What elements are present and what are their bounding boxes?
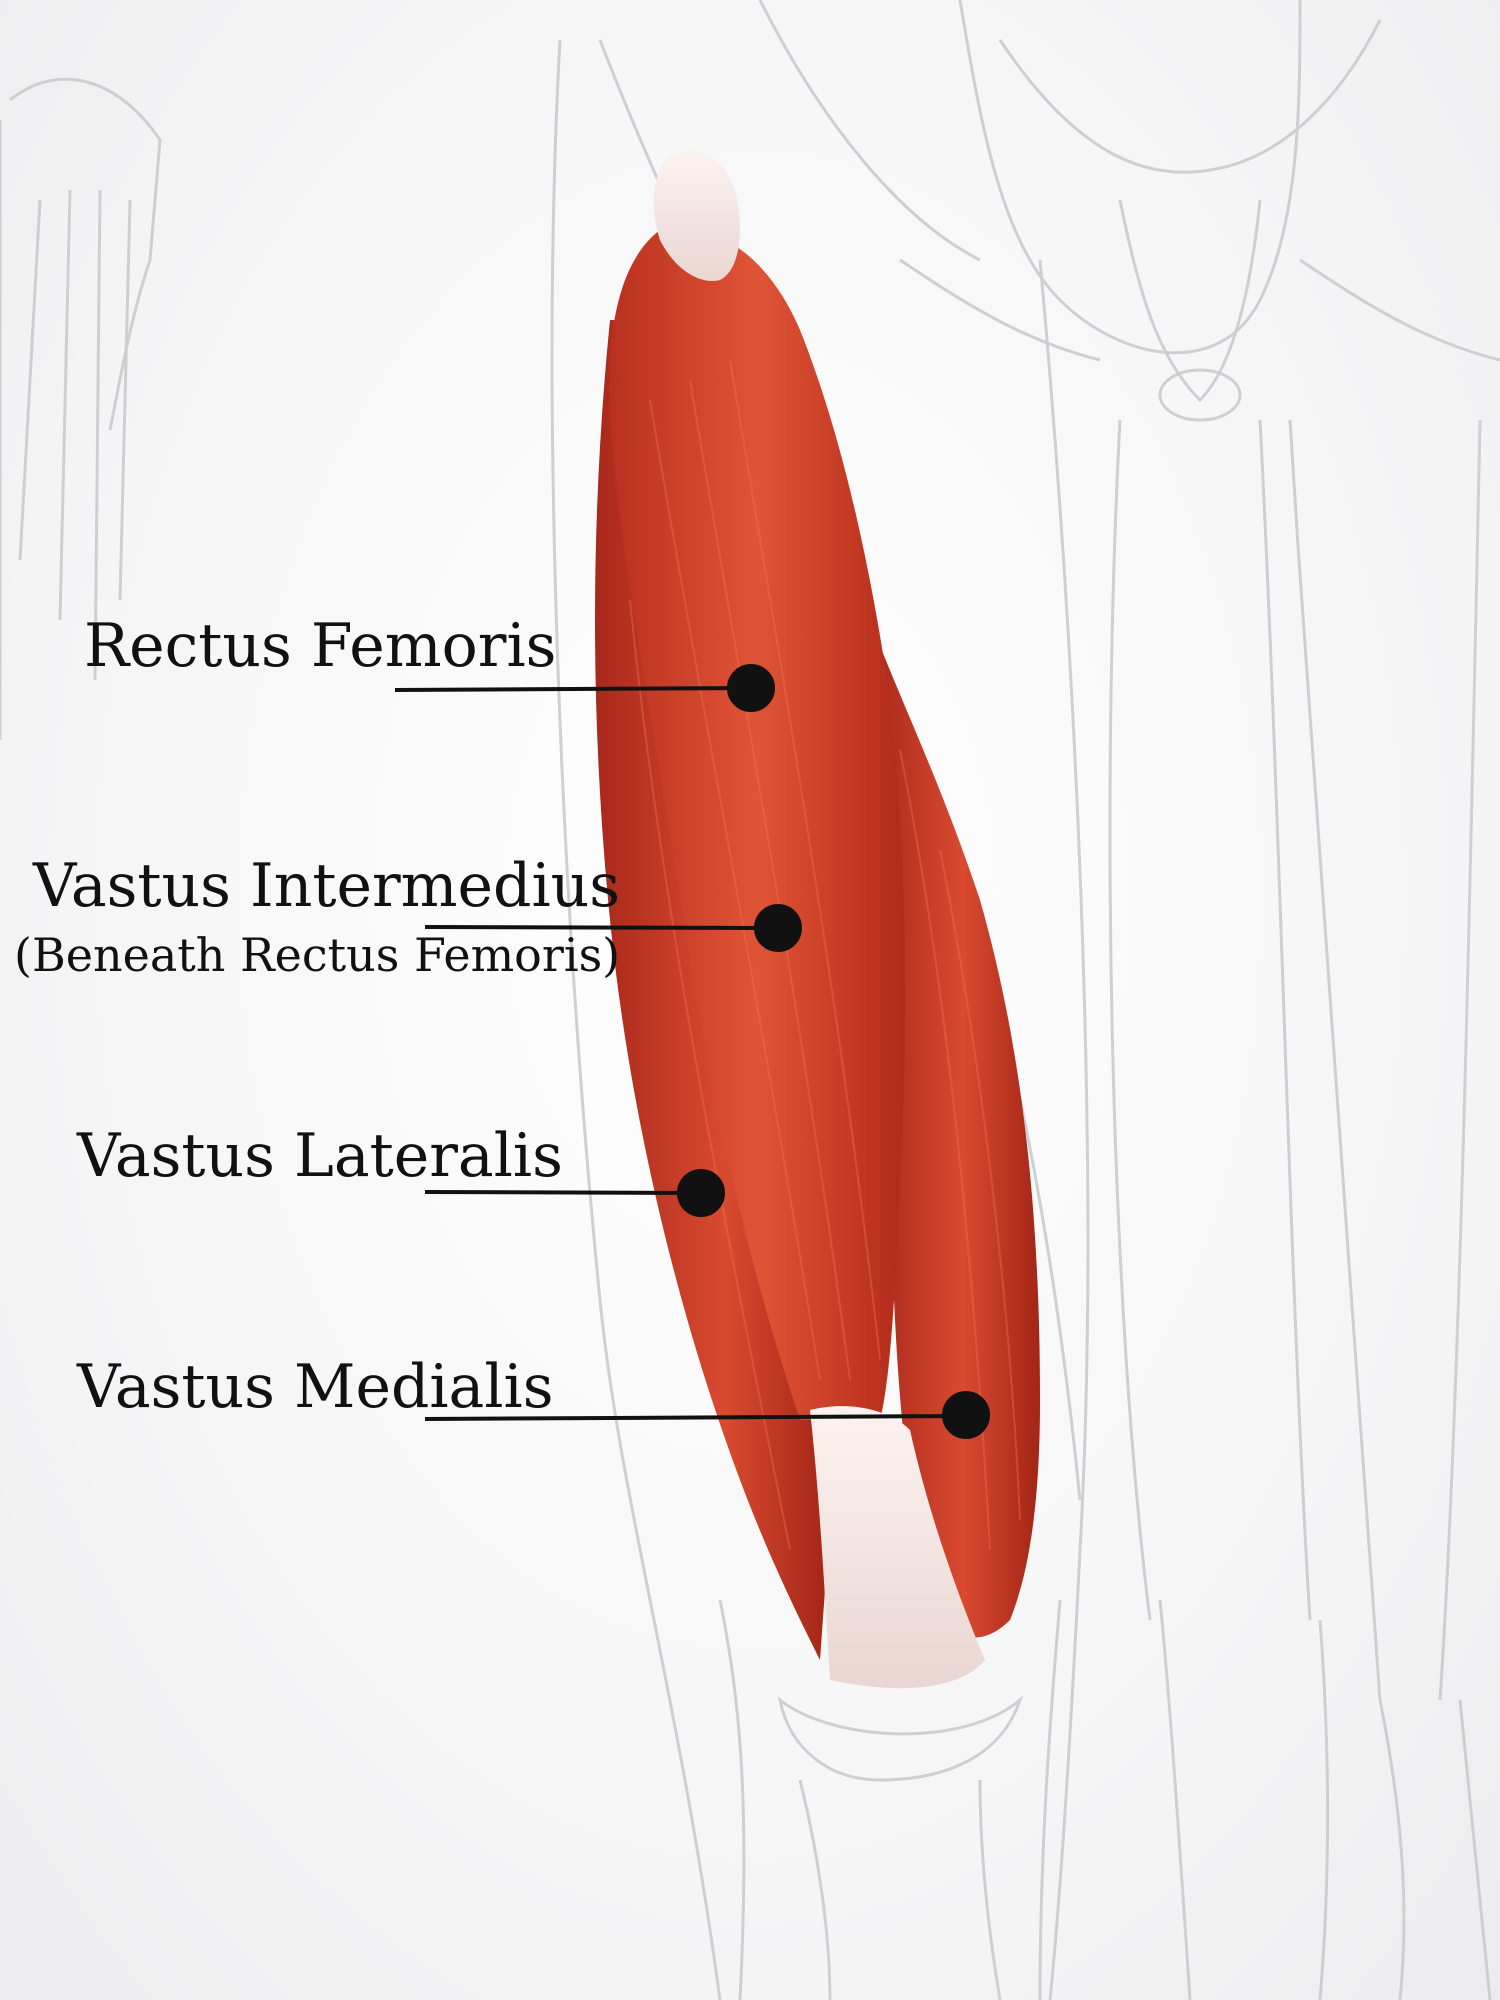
proximal-tendon bbox=[653, 150, 740, 281]
vastus-intermedius-leader bbox=[424, 925, 779, 930]
vastus-intermedius-pointer bbox=[754, 904, 802, 952]
quadriceps-tendon bbox=[810, 1406, 985, 1689]
vastus-medialis-leader bbox=[424, 1414, 967, 1421]
vastus-medialis-pointer bbox=[942, 1391, 990, 1439]
vastus-intermedius-label: Vastus Intermedius bbox=[33, 851, 621, 921]
vastus-lateralis-leader bbox=[424, 1190, 701, 1195]
vastus-intermedius-note: (Beneath Rectus Femoris) bbox=[14, 928, 621, 982]
rectus-femoris-pointer bbox=[727, 664, 775, 712]
vastus-medialis-label: Vastus Medialis bbox=[77, 1352, 554, 1422]
vastus-lateralis-pointer bbox=[677, 1169, 725, 1217]
quadriceps-muscles bbox=[595, 150, 1040, 1689]
rectus-femoris-shape bbox=[609, 228, 906, 1420]
leader-lines bbox=[394, 664, 990, 1439]
vastus-lateralis-label: Vastus Lateralis bbox=[77, 1121, 563, 1191]
rectus-femoris-leader bbox=[394, 686, 751, 692]
vastus-medialis-shape bbox=[870, 620, 1040, 1638]
rectus-femoris-label: Rectus Femoris bbox=[84, 611, 557, 681]
